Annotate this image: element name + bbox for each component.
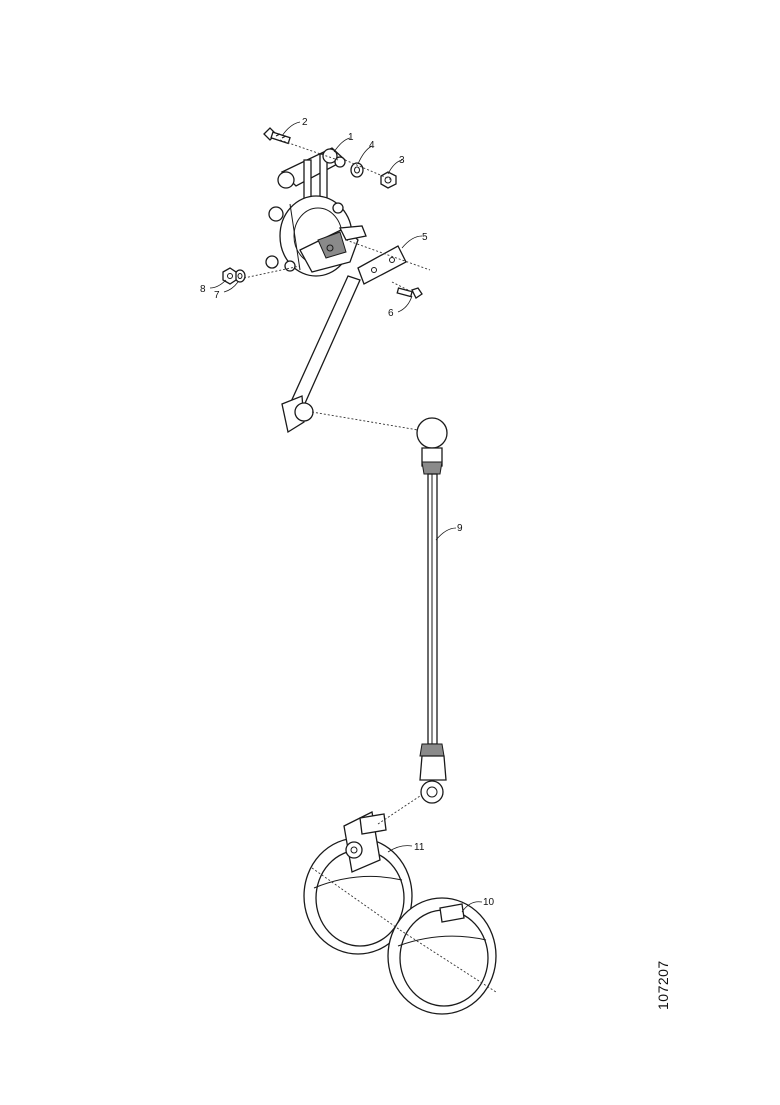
callout-labels: 1 2 3 4 5 6 7 8 9 10 11 xyxy=(200,117,495,908)
assembly-center-lines xyxy=(243,139,497,993)
callout-leaders xyxy=(209,121,483,913)
washer-part-7 xyxy=(234,269,246,283)
drawing-number: 107207 xyxy=(655,960,671,1010)
callout-1: 1 xyxy=(348,132,354,143)
callout-9: 9 xyxy=(457,523,463,534)
callout-3: 3 xyxy=(399,155,405,166)
callout-8: 8 xyxy=(200,284,206,295)
screw-part-2 xyxy=(263,127,291,145)
callout-11: 11 xyxy=(414,842,425,853)
clamp-band-part-10 xyxy=(387,897,497,1015)
valve-assembly xyxy=(265,147,367,277)
bolt-part-6 xyxy=(396,287,423,299)
nut-part-3 xyxy=(380,171,397,189)
clamp-part-11 xyxy=(303,811,413,955)
nut-part-8 xyxy=(222,267,237,285)
callout-4: 4 xyxy=(369,140,375,151)
callout-2: 2 xyxy=(302,117,308,128)
lever-arm-part-5 xyxy=(281,245,407,434)
callout-6: 6 xyxy=(388,308,394,319)
callout-5: 5 xyxy=(422,232,428,243)
link-rod-part-9 xyxy=(416,417,448,804)
callout-7: 7 xyxy=(214,290,220,301)
callout-10: 10 xyxy=(483,897,495,908)
